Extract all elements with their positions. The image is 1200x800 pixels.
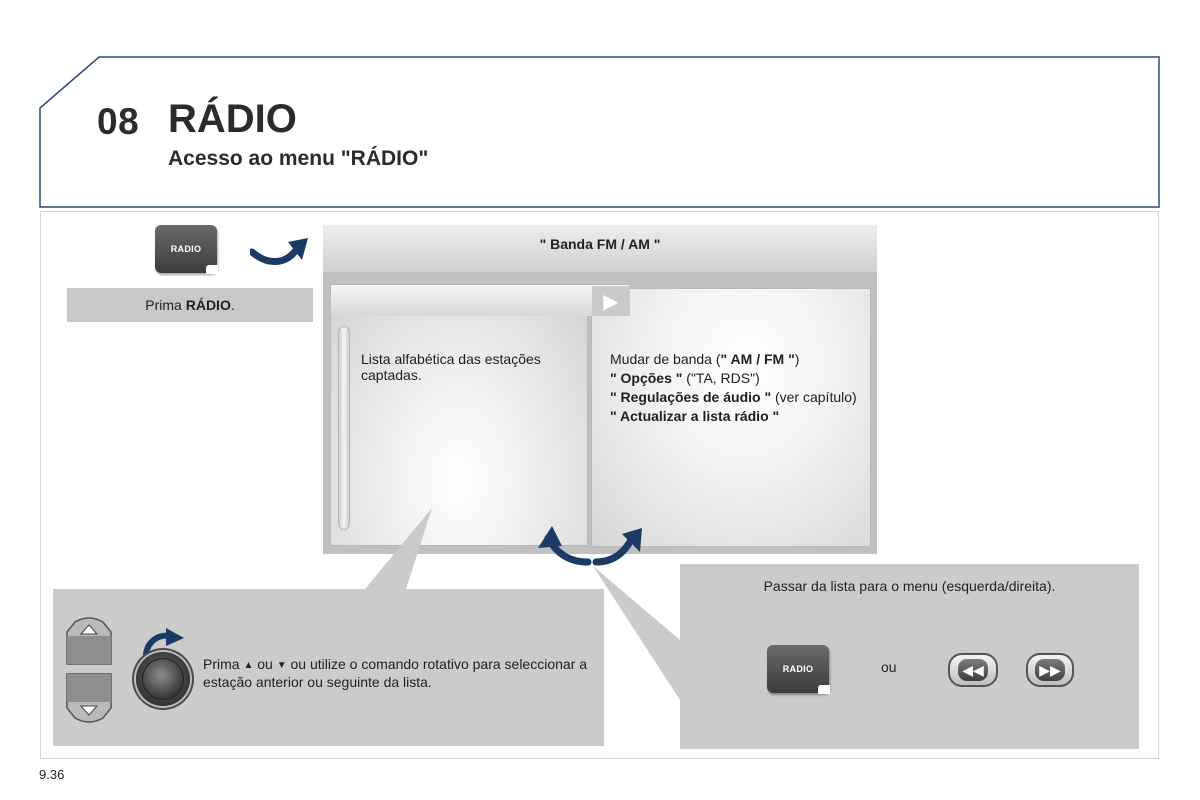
menu-text: (ver capítulo) (771, 389, 857, 405)
menu-options: Mudar de banda (" AM / FM ") " Opções " … (610, 351, 860, 427)
menu-item-change-band[interactable]: Mudar de banda (" AM / FM ") (610, 351, 860, 367)
switch-description: Passar da lista para o menu (esquerda/di… (763, 578, 1056, 594)
radio-button-label: RADIO (170, 244, 202, 254)
rot-text-rest: ou utilize o comando rotativo para selec… (203, 656, 588, 690)
up-down-buttons[interactable] (63, 614, 115, 726)
menu-item-audio-settings[interactable]: " Regulações de áudio " (ver capítulo) (610, 389, 860, 405)
station-list-text: Lista alfabética das estações captadas. (361, 351, 541, 383)
header-frame (39, 56, 1160, 208)
page-title: RÁDIO (168, 97, 297, 141)
rewind-icon: ◀◀ (958, 659, 988, 681)
menu-bold: " Actualizar a lista rádio " (610, 408, 780, 424)
caption-press-radio: Prima RÁDIO . (67, 288, 313, 322)
curved-arrow-icon (250, 238, 308, 265)
radio-button-2-label: RADIO (782, 664, 814, 674)
caption-bold: RÁDIO (185, 297, 231, 313)
menu-bold: " Regulações de áudio " (610, 389, 772, 405)
radio-button[interactable]: RADIO (155, 225, 218, 274)
rotary-knob[interactable] (136, 652, 190, 706)
menu-panel[interactable] (591, 288, 871, 547)
rewind-button[interactable]: ◀◀ (948, 653, 998, 687)
caption-prefix: Prima (145, 297, 186, 313)
arrow-up-icon: ▲ (243, 660, 254, 671)
list-scrollbar[interactable] (338, 326, 350, 530)
screen-band-title: " Banda FM / AM " (323, 225, 877, 272)
chapter-number: 08 (97, 101, 140, 142)
menu-bold: " AM / FM " (720, 351, 795, 367)
rotary-knob-center (142, 658, 184, 700)
radio-button-2[interactable]: RADIO (767, 645, 830, 694)
rotate-arrow-icon (143, 628, 184, 657)
rot-text-ou: ou (257, 656, 273, 672)
menu-item-update-list[interactable]: " Actualizar a lista rádio " (610, 408, 860, 424)
rotary-instruction: Prima ▲ ou ▼ ou utilize o comando rotati… (203, 656, 593, 690)
arrow-down-icon: ▼ (276, 660, 287, 671)
page-number: 9.36 (39, 767, 65, 782)
menu-item-options[interactable]: " Opções " ("TA, RDS") (610, 370, 860, 386)
list-header-tab (330, 284, 630, 316)
caption-suffix: . (230, 297, 235, 313)
fast-forward-icon: ▶▶ (1035, 659, 1065, 681)
play-triangle-icon[interactable]: ▶ (592, 286, 630, 316)
or-text: ou (881, 659, 897, 675)
station-list-panel[interactable] (330, 284, 588, 546)
menu-text: Mudar de banda ( (610, 351, 721, 367)
menu-text: ) (794, 351, 800, 367)
fast-forward-button[interactable]: ▶▶ (1026, 653, 1074, 687)
menu-bold: " Opções " (610, 370, 683, 386)
menu-text: ("TA, RDS") (682, 370, 760, 386)
page-subtitle: Acesso ao menu "RÁDIO" (168, 147, 429, 170)
rot-text-prima: Prima (203, 656, 240, 672)
